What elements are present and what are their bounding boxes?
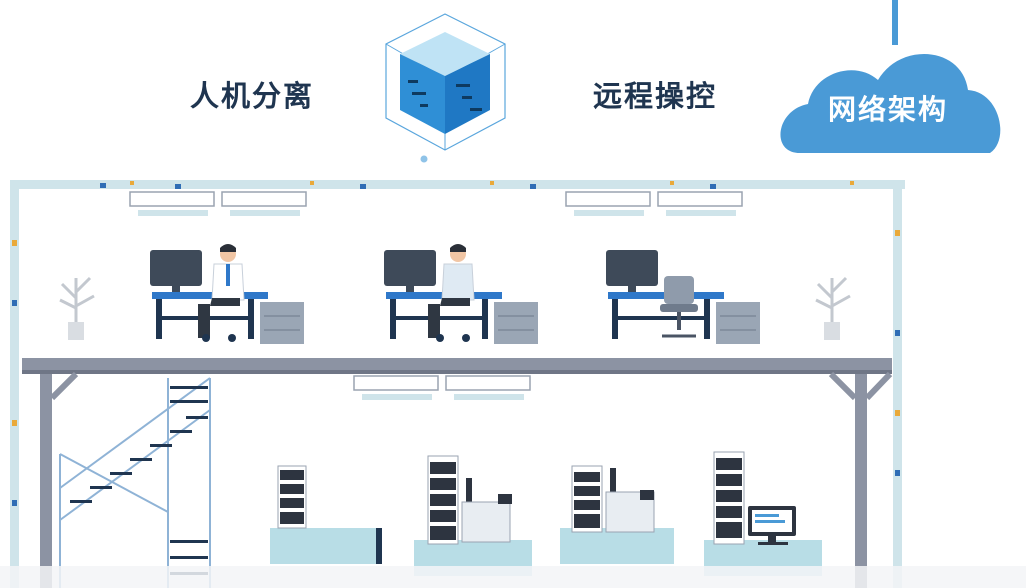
analyzer-instrument bbox=[713, 451, 745, 545]
support-columns bbox=[40, 371, 893, 588]
engineer-figure bbox=[428, 244, 475, 338]
office-chair bbox=[660, 276, 698, 338]
lab-bench-4 bbox=[704, 451, 822, 576]
lcms-instrument bbox=[427, 455, 512, 545]
plant-left-icon bbox=[59, 276, 95, 340]
workstation-2 bbox=[384, 244, 538, 344]
workstation-1 bbox=[150, 244, 304, 344]
stair-steps bbox=[70, 386, 208, 575]
ceiling-ac-units-upper bbox=[129, 191, 743, 216]
label-remote-control: 远程操控 bbox=[593, 79, 718, 113]
gc-instrument bbox=[571, 465, 655, 533]
ceiling-ac-units-lower bbox=[353, 375, 531, 400]
lab-bench-3 bbox=[560, 465, 674, 564]
lab-bench-1 bbox=[270, 465, 382, 564]
cloud-label-network-architecture: 网络架构 bbox=[828, 93, 949, 126]
plant-right-icon bbox=[815, 276, 851, 340]
monitor-icon bbox=[748, 506, 796, 545]
network-cloud bbox=[780, 0, 1001, 153]
cloud-shape bbox=[780, 54, 1001, 153]
label-human-machine-separation: 人机分离 bbox=[190, 79, 315, 113]
building-frame bbox=[10, 180, 905, 588]
hplc-instrument bbox=[277, 465, 307, 529]
workstation-3 bbox=[606, 250, 760, 344]
cloud-cable bbox=[892, 0, 898, 45]
data-cube-icon bbox=[385, 13, 506, 163]
scientist-figure bbox=[198, 244, 245, 338]
lab-bench-2 bbox=[414, 455, 532, 576]
mezzanine-floor bbox=[22, 358, 892, 374]
